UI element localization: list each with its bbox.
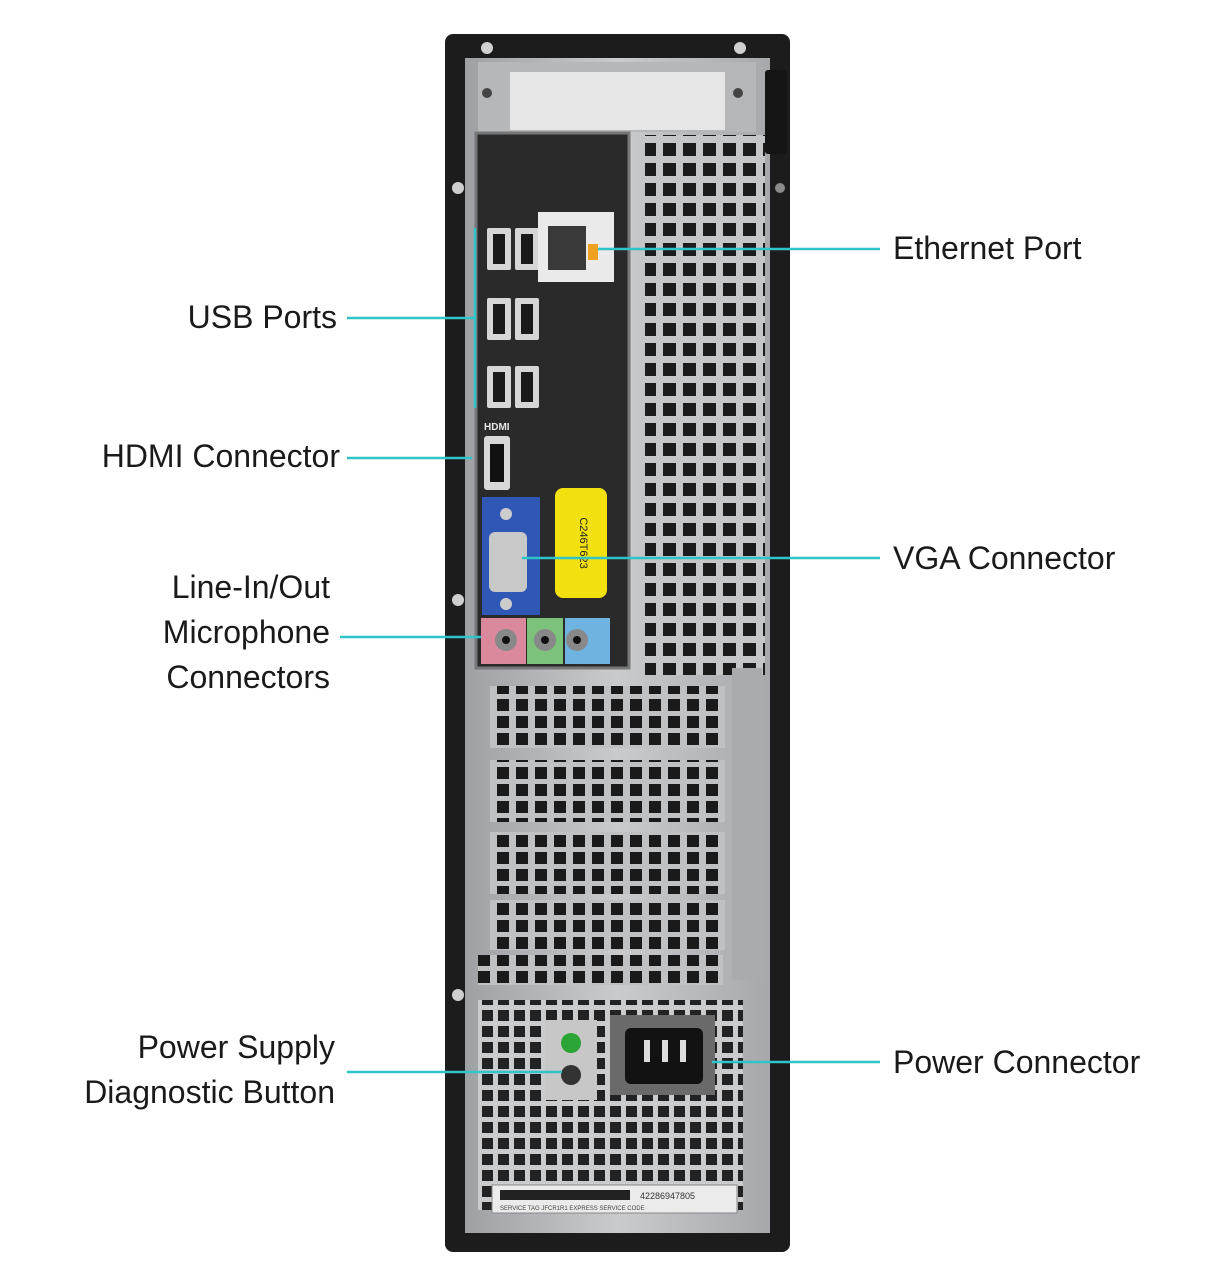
label-audio-line-1: Line-In/Out (171, 569, 330, 605)
service-tag-caption: SERVICE TAG JFCR1R1 EXPRESS SERVICE CODE (500, 1206, 645, 1212)
label-power-connector: Power Connector (893, 1044, 1141, 1080)
leader-lines (340, 228, 880, 1074)
label-vga-connector: VGA Connector (893, 540, 1116, 576)
vent-grill-upper (645, 135, 765, 675)
label-ethernet-port: Ethernet Port (893, 230, 1082, 266)
service-tag-number: 42286947805 (640, 1191, 695, 1201)
label-audio-line-2: Microphone (162, 614, 330, 650)
label-audio-line-3: Connectors (166, 659, 330, 695)
hdmi-tag: HDMI (484, 422, 510, 433)
label-psu-line-2: Diagnostic Button (84, 1074, 335, 1110)
label-hdmi-connector: HDMI Connector (101, 438, 340, 474)
sticker-code: C246T623 (577, 517, 589, 568)
psu-diagnostic-button (545, 1020, 597, 1100)
label-psu-diagnostic: Power Supply Diagnostic Button (20, 1025, 335, 1115)
yellow-sticker (555, 488, 607, 598)
expansion-slots (478, 686, 725, 985)
label-psu-line-1: Power Supply (137, 1029, 335, 1065)
label-audio-connectors: Line-In/Out Microphone Connectors (40, 565, 330, 700)
label-usb-ports: USB Ports (187, 299, 337, 335)
